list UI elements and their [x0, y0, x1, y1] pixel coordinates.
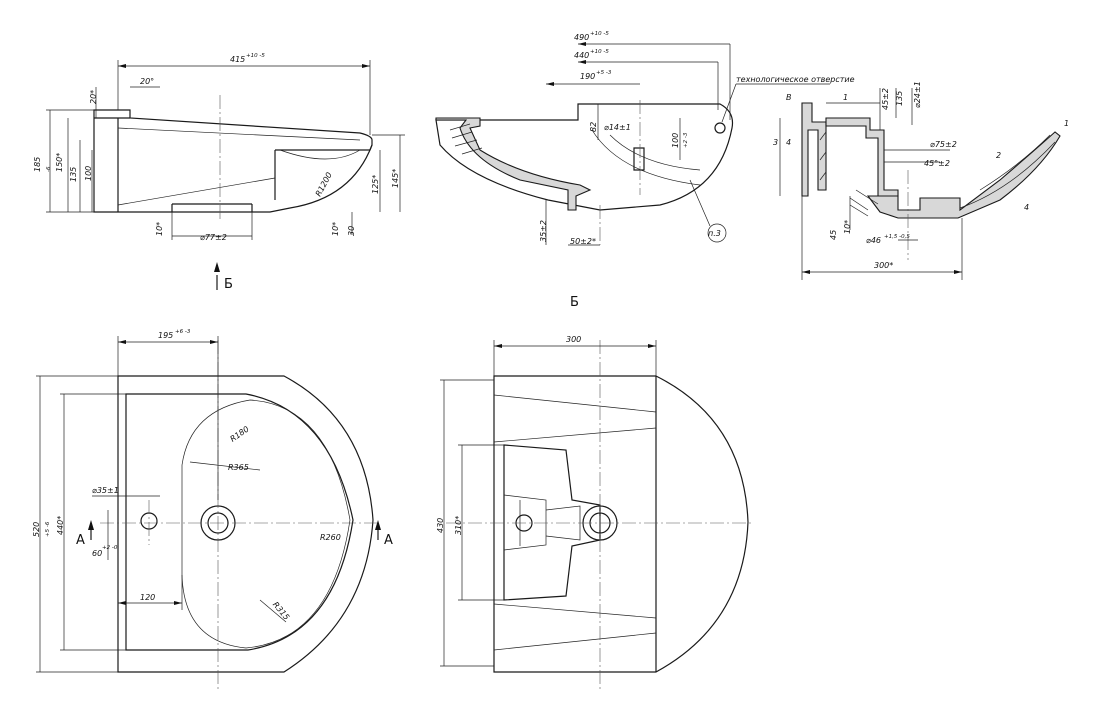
dim-185: 185	[33, 157, 42, 172]
dim-135: 135	[69, 167, 78, 182]
section-b-view: 490 +10 -5 440 +10 -5 190 +5 -3 технолог…	[435, 31, 855, 310]
side-elevation-view: 415 +10 -5 20° 20* 185 -6 150* 135 100 R…	[33, 53, 405, 292]
dim-r315: R315	[271, 600, 291, 622]
dim-195-tol: +6 -3	[175, 329, 191, 335]
dim-185-tol: -6	[46, 166, 52, 172]
dim-440: 440*	[56, 516, 65, 535]
tech-hole-label: технологическое отверстие	[736, 75, 855, 84]
dim-45b: 45	[829, 230, 838, 240]
dim-10c: 10*	[843, 220, 852, 234]
dim-46-tol: +1,5 -0,5	[884, 234, 910, 240]
dim-hole-77: ⌀77±2	[200, 233, 227, 242]
detail-n2: 2	[996, 151, 1001, 160]
dim-a45: 45°±2	[924, 159, 950, 168]
section-mark-a-right: А	[384, 533, 393, 548]
dim-520: 520	[32, 522, 41, 537]
dim-45: 45±2	[881, 88, 890, 110]
detail-letter-v: В	[786, 93, 792, 102]
dim-24: ⌀24±1	[913, 81, 922, 108]
dim-60: 60	[92, 549, 102, 558]
dim-135b: 135	[895, 91, 904, 106]
dim-195: 195	[158, 331, 173, 340]
dim-430: 430	[436, 518, 445, 533]
plan-view: 195 +6 -3 R180 R365 R260 R315 ⌀35±1 60 +…	[32, 329, 393, 690]
dim-300b: 300	[566, 335, 581, 344]
detail-n1: 1	[843, 93, 848, 102]
dim-r260: R260	[320, 533, 341, 542]
dim-190-tol: +5 -3	[596, 70, 612, 76]
dim-150: 150*	[55, 153, 64, 172]
dim-145: 145*	[391, 169, 400, 188]
dim-82: 82	[589, 122, 598, 132]
dim-angle: 20°	[140, 77, 154, 86]
dim-415: 415	[230, 55, 245, 64]
dim-20: 20*	[89, 90, 98, 104]
detail-n4a: 4	[786, 138, 791, 147]
view-arrow-b: Б	[224, 277, 233, 292]
dim-520-tol: +5 -6	[45, 521, 51, 537]
dim-125: 125*	[371, 175, 380, 194]
dim-14: ⌀14±1	[604, 123, 631, 132]
detail-n4b: 4	[1024, 203, 1029, 212]
dim-100b-tol: +2 -3	[683, 132, 689, 148]
dim-75: ⌀75±2	[930, 140, 957, 149]
dim-35: ⌀35±1	[92, 486, 119, 495]
bottom-view: 300 430 310*	[436, 335, 754, 690]
detail-n3: 3	[773, 138, 778, 147]
dim-120: 120	[140, 593, 155, 602]
dim-r180: R180	[228, 424, 250, 443]
dim-490-tol: +10 -5	[590, 31, 609, 37]
dim-415-tol: +10 -5	[246, 53, 265, 59]
detail-v-view: В 1 3 4 2 4 1 45±2 135 ⌀24±1 ⌀75±2 45°±2…	[773, 81, 1069, 280]
note-p3: п.3	[708, 229, 721, 238]
dim-46: ⌀46	[866, 236, 881, 245]
dim-30: 30	[347, 226, 356, 236]
dim-10a: 10*	[155, 222, 164, 236]
dim-310: 310*	[454, 516, 463, 535]
detail-n1b: 1	[1064, 119, 1069, 128]
section-label-b: Б	[570, 295, 579, 310]
dim-10b: 10*	[331, 222, 340, 236]
dim-r365: R365	[228, 463, 249, 472]
dim-440: 440	[574, 51, 589, 60]
dim-490: 490	[574, 33, 589, 42]
dim-100b: 100	[671, 133, 680, 148]
section-mark-a-left: А	[76, 533, 85, 548]
dim-60-tol: +2 -0	[102, 545, 118, 551]
dim-35: 35±2	[539, 220, 548, 242]
dim-100: 100	[84, 166, 93, 181]
dim-190: 190	[580, 72, 595, 81]
dim-50: 50±2*	[570, 237, 596, 246]
dim-300: 300*	[874, 261, 893, 270]
dim-440-tol: +10 -5	[590, 49, 609, 55]
